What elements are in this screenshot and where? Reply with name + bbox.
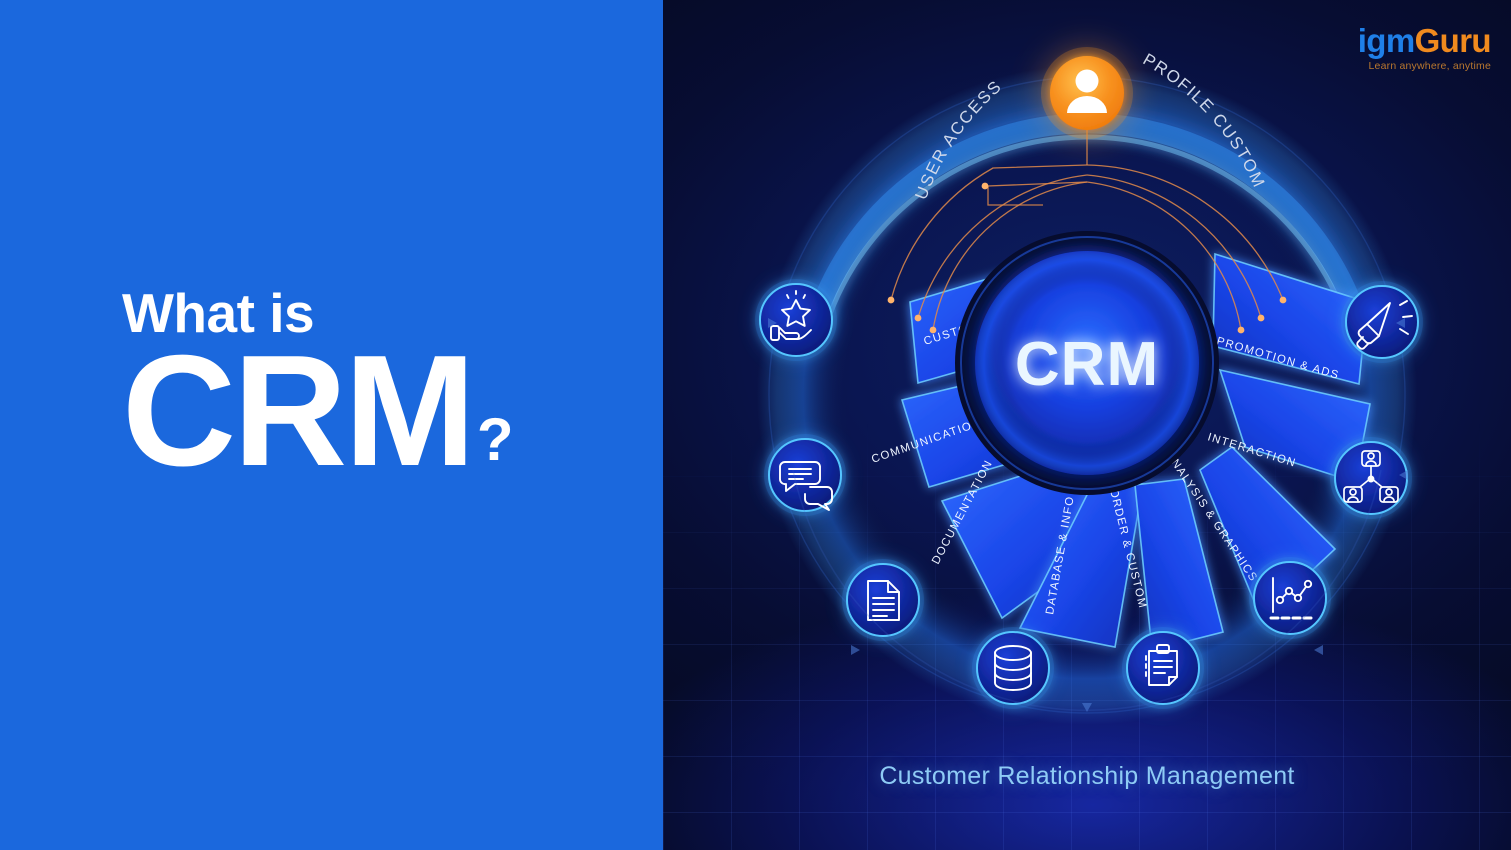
connector-arcs [890, 120, 1284, 331]
database-icon [994, 645, 1032, 691]
document-icon [867, 580, 900, 621]
center-crm-label: CRM [1015, 330, 1159, 399]
line-chart-icon [1269, 577, 1313, 620]
hand-star-icon [770, 290, 812, 341]
megaphone-icon [1356, 300, 1413, 350]
logo-text-igm: igm [1357, 22, 1415, 59]
logo-text-guru: Guru [1414, 22, 1492, 59]
left-title-panel: What is CRM ? [0, 0, 663, 850]
diagram-caption: Customer Relationship Management [879, 762, 1295, 790]
title-block: What is CRM ? [122, 282, 642, 499]
crm-wheel-diagram: CUSTOMER LOYALTY COMMUNICATION DOCUMENTA… [755, 47, 1423, 725]
center-hub[interactable]: CRM [955, 231, 1219, 495]
right-diagram-panel: CUSTOMER LOYALTY COMMUNICATION DOCUMENTA… [663, 0, 1511, 850]
icon-node-analysis-graphics[interactable] [1249, 557, 1331, 639]
chat-bubbles-icon [779, 461, 833, 511]
icon-node-customer-loyalty[interactable] [755, 279, 837, 361]
brand-logo[interactable]: igmGuru Learn anywhere, anytime [1357, 22, 1492, 72]
heading-crm-row: CRM ? [122, 323, 642, 499]
heading-crm: CRM [122, 323, 476, 499]
heading-what-is: What is [122, 282, 315, 344]
icon-node-documentation[interactable] [842, 559, 924, 641]
icon-node-database-info[interactable] [972, 627, 1054, 709]
bottom-ring [792, 469, 1382, 712]
clipboard-icon [1145, 644, 1178, 686]
logo-wordmark: igmGuru [1357, 22, 1492, 59]
top-user-icon-group[interactable] [1041, 47, 1133, 139]
icon-node-communication[interactable] [764, 434, 846, 516]
icon-node-interaction[interactable] [1330, 437, 1412, 519]
user-profile-icon [1067, 69, 1107, 113]
user-network-icon [1343, 450, 1399, 503]
icon-node-order-custom[interactable] [1122, 627, 1204, 709]
ring-arrow-markers [768, 318, 1408, 712]
connector-dots [887, 182, 1287, 334]
icon-node-promotion-ads[interactable] [1341, 281, 1423, 363]
logo-tagline: Learn anywhere, anytime [1368, 60, 1491, 72]
heading-question-mark: ? [476, 406, 514, 474]
